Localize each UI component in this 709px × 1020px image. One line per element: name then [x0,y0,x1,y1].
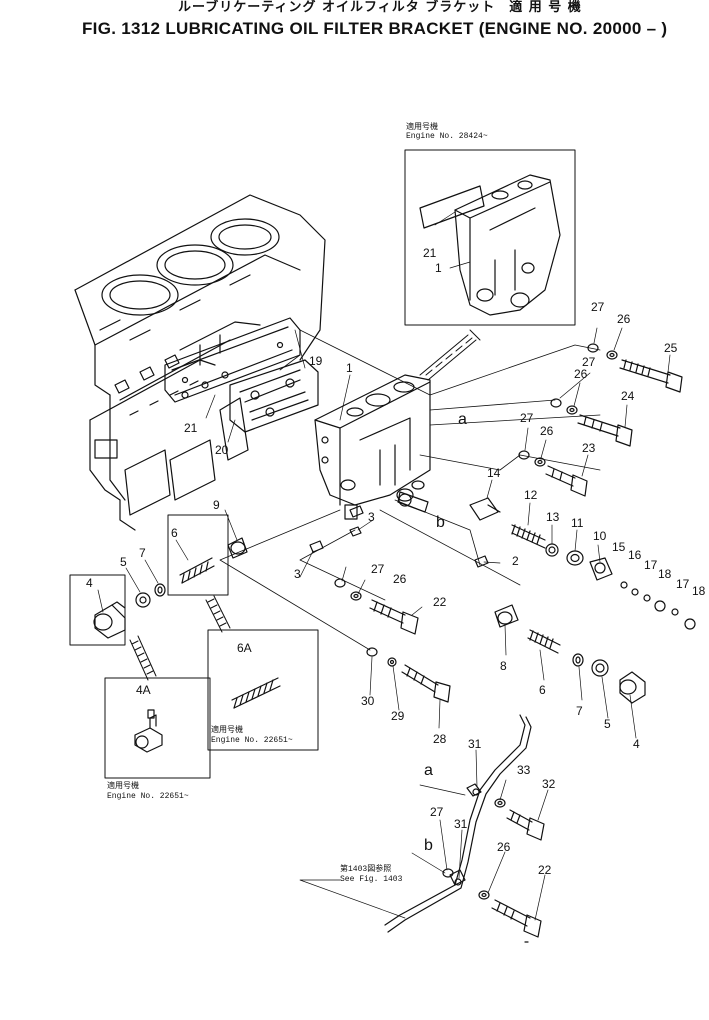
callout-3: 3 [294,567,301,581]
callout-21: 21 [423,246,437,260]
inset-4a-note-jp: 適用号機 [107,782,139,791]
inset-box-top [405,150,575,325]
top-inset-note-en: Engine No. 28424~ [406,132,488,141]
callout-4: 4 [86,576,93,590]
callout-17: 17 [676,577,690,591]
callout-2: 2 [512,554,519,568]
callout-14: 14 [487,466,501,480]
bolt-set-upper [519,344,682,496]
inset-arrow [420,330,480,380]
callout-27: 27 [582,355,596,369]
main-filter-bracket [315,375,430,519]
callout-4a: 4A [136,683,151,697]
callout-26: 26 [617,312,631,326]
bolt-set-middle [335,579,418,634]
ref-letter-b: b [436,514,445,531]
callout-5: 5 [604,717,611,731]
callout-20: 20 [215,443,229,457]
callout-7: 7 [139,546,146,560]
callout-3: 3 [368,510,375,524]
see-fig-note-en: See Fig. 1403 [340,875,403,884]
japanese-title: ルーブリケーティング オイルフィルタ ブラケット 適 用 号 機 [178,0,582,15]
figure-title: FIG. 1312 LUBRICATING OIL FILTER BRACKET… [82,19,668,38]
right-valve-parts [495,605,645,703]
plugs [310,506,488,567]
callout-5: 5 [120,555,127,569]
callout-6: 6 [171,526,178,540]
callout-30: 30 [361,694,375,708]
oil-pipe-assembly [385,715,544,942]
callout-4: 4 [633,737,640,751]
callout-29: 29 [391,709,405,723]
callout-18: 18 [658,567,672,581]
callout-26: 26 [540,424,554,438]
callout-8: 8 [500,659,507,673]
callout-9: 9 [213,498,220,512]
see-fig-note-jp: 第1403図参照 [340,865,392,874]
callout-10: 10 [593,529,607,543]
callout-26: 26 [574,367,588,381]
left-valve-parts [70,515,247,645]
relief-valve-parts [398,492,695,629]
callout-22: 22 [433,595,447,609]
callout-26: 26 [393,572,407,586]
inset-box-4a [105,678,210,778]
callout-31: 31 [468,737,482,751]
callout-27: 27 [520,411,534,425]
callout-28: 28 [433,732,447,746]
spring-6a [232,678,280,708]
inset-box-6a [208,630,318,750]
callout-33: 33 [517,763,531,777]
callout-15: 15 [612,540,626,554]
top-inset-note-jp: 適用号機 [406,123,438,132]
fitting-4a [135,710,162,752]
inset-6a-note-jp: 適用号機 [211,726,243,735]
callout-16: 16 [628,548,642,562]
callout-11: 11 [571,516,584,530]
callout-22: 22 [538,863,552,877]
callout-27: 27 [371,562,385,576]
gasket-assembly [165,318,318,460]
callout-6: 6 [539,683,546,697]
ref-letter-a: a [458,411,467,428]
callout-leaders [98,212,670,920]
callout-13: 13 [546,510,560,524]
callout-1: 1 [435,261,442,275]
ref-letter-a-lower: a [424,762,433,779]
callout-6a: 6A [237,641,252,655]
inset-bracket [420,175,560,315]
callout-23: 23 [582,441,596,455]
inset-4a-note-en: Engine No. 22651~ [107,792,189,801]
callout-12: 12 [524,488,538,502]
callout-21: 21 [184,421,198,435]
callout-26: 26 [497,840,511,854]
engine-block [75,195,325,530]
inset-box-6-left [168,515,228,595]
callout-18: 18 [692,584,706,598]
ref-letter-b-lower: b [424,837,433,854]
bolt-set-lower [367,648,450,702]
callout-27: 27 [430,805,444,819]
callout-7: 7 [576,704,583,718]
inset-6a-note-en: Engine No. 22651~ [211,736,293,745]
callout-19: 19 [309,354,323,368]
inset-box-4-left [70,575,125,645]
callout-27: 27 [591,300,605,314]
callout-1: 1 [346,361,353,375]
callout-25: 25 [664,341,678,355]
callout-24: 24 [621,389,635,403]
callout-32: 32 [542,777,556,791]
callout-17: 17 [644,558,658,572]
callout-31: 31 [454,817,468,831]
